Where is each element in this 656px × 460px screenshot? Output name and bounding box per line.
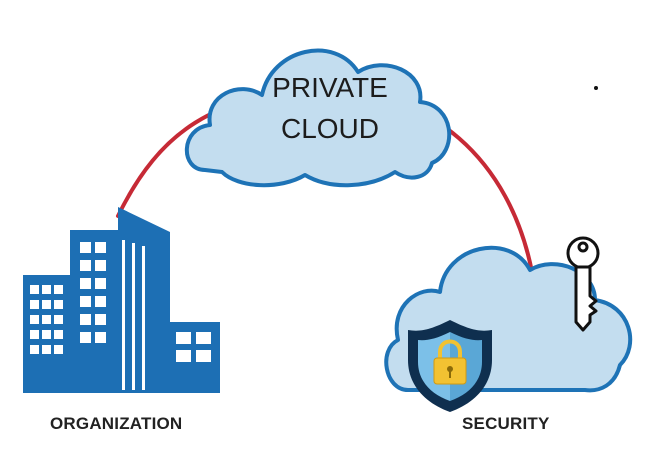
security-label: SECURITY <box>462 414 550 433</box>
cloud-title-line2: CLOUD <box>280 113 379 144</box>
decorative-dot <box>594 86 598 90</box>
cloud-title-line1: PRIVATE <box>272 72 388 103</box>
private-cloud-icon <box>184 48 452 188</box>
shield-lock-icon <box>408 320 492 412</box>
office-building-icon <box>23 207 220 393</box>
organization-label: ORGANIZATION <box>50 414 183 433</box>
key-icon <box>566 236 600 332</box>
